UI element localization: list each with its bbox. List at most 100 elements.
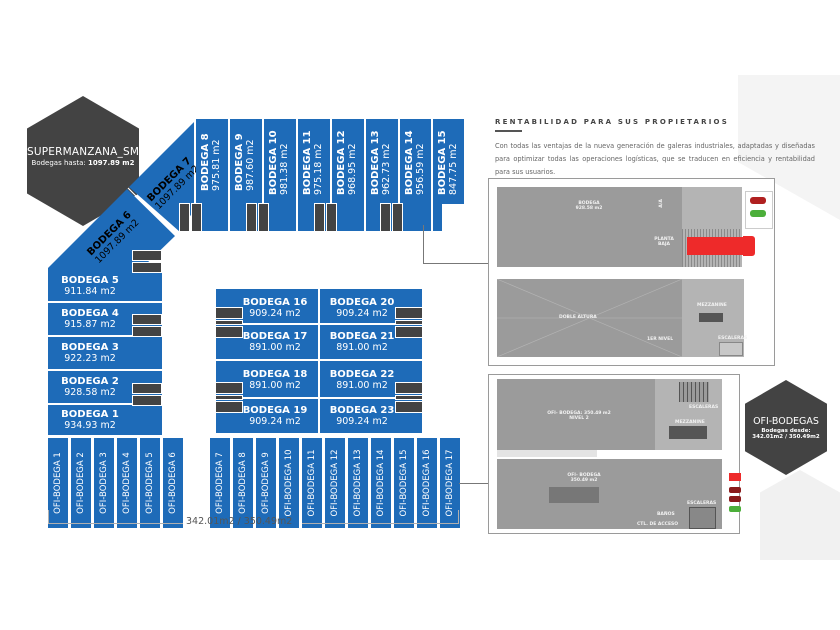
connector-line [423,225,424,263]
ofi-hex-title: OFI-BODEGAS [753,416,819,427]
ofi-bodega-10[interactable]: OFI-BODEGA 10 [279,438,299,528]
ofi-bodega-12[interactable]: OFI-BODEGA 12 [325,438,345,528]
ofi-bodega-3[interactable]: OFI-BODEGA 3 [94,438,114,528]
loading-dock [132,262,162,273]
loading-dock [215,326,243,338]
loading-dock [215,395,243,400]
info-body: Con todas las ventajas de la nueva gener… [495,142,815,176]
loading-dock [215,307,243,319]
bodega-floor-plan: BODEGA 928.58 m2 A/A PLANTA BAJA DOBLE A… [488,178,775,366]
ofi-bodegas-hexagon: OFI-BODEGAS Bodegas desde: 342.01m2 / 35… [745,380,827,475]
primer-nivel-label: 1ER NIVEL [647,337,674,342]
supermanzana-title: SUPERMANZANA_SM3 [27,146,146,158]
ofi-bodega-label: OFI- BODEGA 350.49 m2 [567,473,601,483]
ofi-bodega-13[interactable]: OFI-BODEGA 13 [348,438,368,528]
ofi-bodega-5[interactable]: OFI-BODEGA 5 [140,438,160,528]
dimension-bracket-right [458,510,459,524]
info-heading: RENTABILIDAD PARA SUS PROPIETARIOS [495,118,729,126]
mezzanine-block [669,426,707,439]
loading-dock [395,395,423,400]
ofi-bodega-6[interactable]: OFI-BODEGA 6 [163,438,183,528]
red-car-icon [729,487,741,493]
dimension-line-left [48,523,183,524]
corridor [497,450,597,457]
av-label: A/A [658,199,664,208]
ofi-bodega-14[interactable]: OFI-BODEGA 14 [371,438,391,528]
loading-dock [215,401,243,413]
heading-underline [495,130,522,132]
loading-dock [215,320,243,325]
loading-dock [191,203,202,232]
loading-dock [179,203,190,232]
red-car-icon [729,496,741,502]
loading-dock [395,326,423,338]
loading-dock [326,203,337,232]
truck-cab-icon [743,236,755,256]
ofi-bodega-2[interactable]: OFI-BODEGA 2 [71,438,91,528]
ofi-bodega-4[interactable]: OFI-BODEGA 4 [117,438,137,528]
loading-dock [395,401,423,413]
escaleras-label: ESCALERAS [687,501,717,506]
doble-altura-label: DOBLE ALTURA [559,315,597,320]
dimension-line-right [302,523,459,524]
diagonal-bodegas [48,122,194,268]
bodega-6-shape[interactable] [48,189,175,268]
banos-label: BAÑOS [657,512,675,517]
supermanzana-subtitle: Bodegas hasta: 1097.89 m2 [31,159,135,167]
red-car-icon [750,197,766,204]
ofi-hex-subtitle: Bodegas desde: [761,428,811,434]
loading-dock [258,203,269,232]
planta-baja-area [497,187,682,267]
ofi-bodega-15[interactable]: OFI-BODEGA 15 [394,438,414,528]
loading-dock [395,307,423,319]
bodega-area-label: BODEGA 928.58 m2 [575,201,603,211]
planta-baja-label: PLANTA BAJA [654,237,674,247]
stairs-icon [679,382,709,402]
stairs-icon [719,342,743,356]
ofi-bodega-11[interactable]: OFI-BODEGA 11 [302,438,322,528]
parking-box [745,191,773,229]
nivel-2-label: OFI- BODEGA: 350.49 m2 NIVEL 2 [547,411,611,421]
ctl-acceso-label: CTL. DE ACCESO [637,522,679,527]
red-truck-icon [729,473,741,481]
ofi-bodega-16[interactable]: OFI-BODEGA 16 [417,438,437,528]
ofi-bodega-7[interactable]: OFI-BODEGA 7 [210,438,230,528]
escaleras-label: ESCALERAS [718,336,748,341]
ofi-bodega-9[interactable]: OFI-BODEGA 9 [256,438,276,528]
ofi-bodega-1[interactable]: OFI-BODEGA 1 [48,438,68,528]
truck-icon [687,237,743,255]
nivel-2-area [497,379,655,450]
loading-dock [132,383,162,394]
ofi-bodega-8[interactable]: OFI-BODEGA 8 [233,438,253,528]
ofi-hex-range: 342.01m2 / 350.49m2 [752,434,820,440]
connector-line [423,263,488,264]
stairs-icon [689,507,716,529]
loading-dock [132,395,162,406]
mezzanine-block [699,313,723,322]
storage-block [549,487,599,503]
dimension-bracket-left [48,510,49,524]
loading-dock [246,203,257,232]
green-car-icon [729,506,741,512]
bodega-15-tail [433,204,442,231]
loading-dock [314,203,325,232]
connector-line [459,483,488,484]
loading-dock [395,320,423,325]
loading-dock [132,326,162,337]
ofi-bodega-main-area [497,459,722,529]
mezzanine-label: MEZZANINE [697,303,727,308]
loading-dock [395,382,423,394]
ofi-bodega-17[interactable]: OFI-BODEGA 17 [440,438,460,528]
loading-dock [215,382,243,394]
ofi-bodega-floor-plan: OFI- BODEGA: 350.49 m2 NIVEL 2 ESCALERAS… [488,374,741,534]
bodega-7-shape[interactable] [129,122,194,232]
